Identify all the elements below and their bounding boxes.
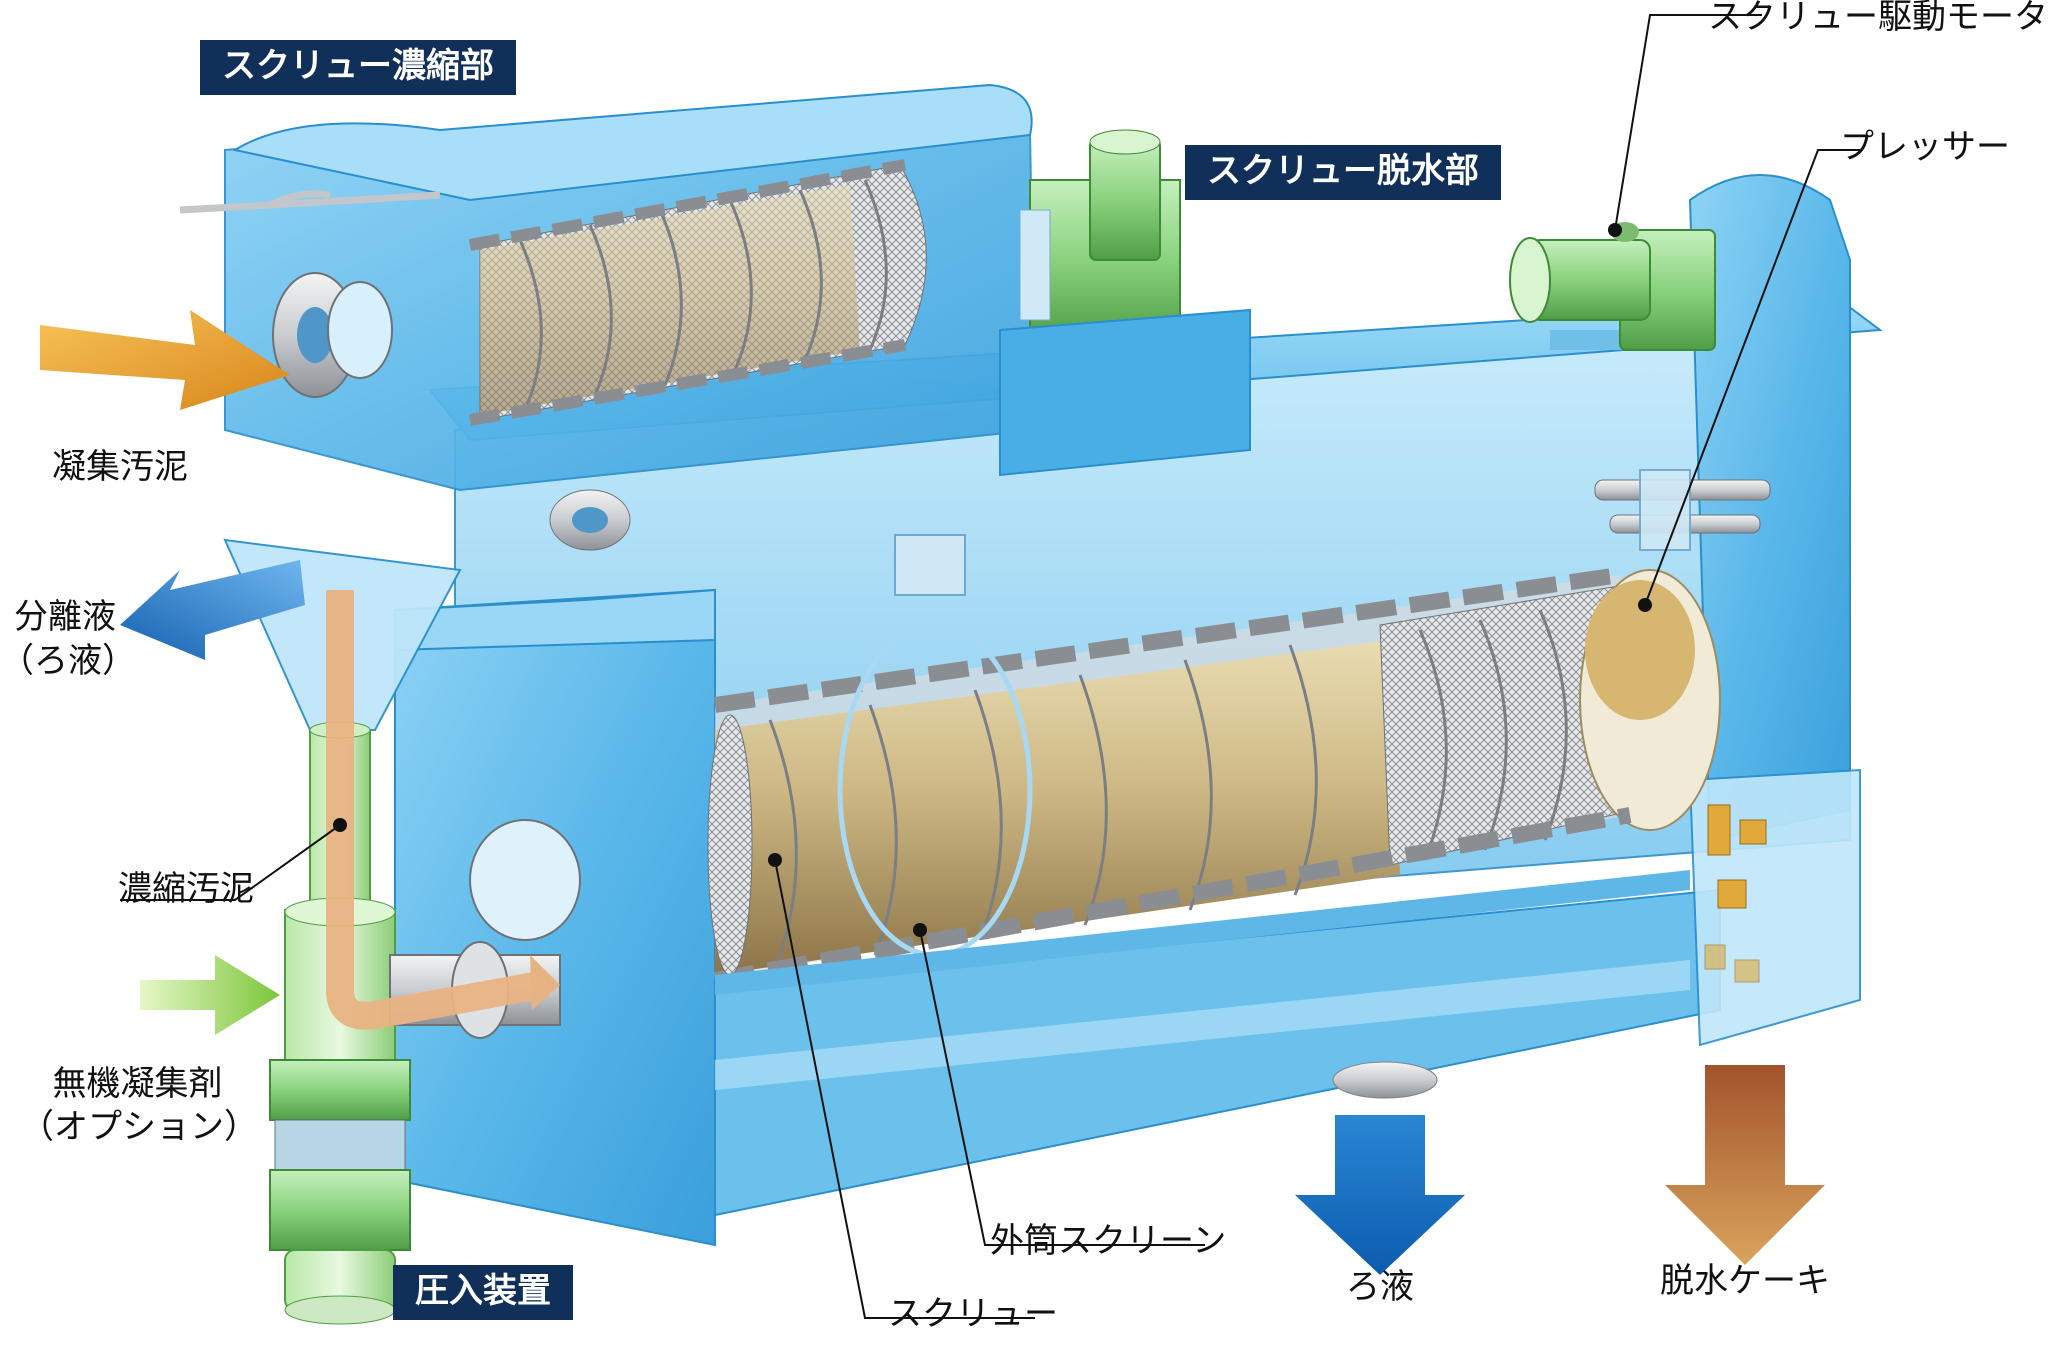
dewatered-cake-arrow <box>1665 1065 1825 1265</box>
thickening-unit <box>179 83 1037 731</box>
dot-thickened-sludge <box>333 818 347 832</box>
separated-liquid-note: （ろ液） <box>0 641 136 681</box>
dewatering-section-header: スクリュー脱水部 <box>1185 145 1501 201</box>
screw-drive-motor <box>1509 222 1716 351</box>
dot-drive-motor <box>1608 223 1622 237</box>
inorganic-flocculant-label: 無機凝集剤 <box>52 1064 223 1104</box>
presser-adjusters <box>1594 469 1771 551</box>
thickener-gearmotor <box>1019 129 1181 341</box>
thickened-sludge-arrowhead <box>530 955 560 1010</box>
dewatering-screw-assembly <box>707 534 1721 988</box>
inspection-flange <box>549 489 631 551</box>
cake-pieces <box>1704 804 1767 983</box>
dewatered-cake-label: 脱水ケーキ <box>1660 1261 1830 1301</box>
thickened-sludge-path <box>326 590 543 1030</box>
filtrate-label: ろ液 <box>1346 1267 1414 1307</box>
outer-screen-label: 外筒スクリーン <box>990 1221 1227 1261</box>
leader-presser <box>1644 149 1860 606</box>
thickened-sludge-label: 濃縮汚泥 <box>118 869 254 909</box>
drive-motor-label: スクリュー駆動モーター <box>1708 0 2050 37</box>
leader-drive-motor <box>1614 14 1762 231</box>
screw-label: スクリュー <box>888 1294 1058 1334</box>
leader-outer-screen <box>919 929 1205 1246</box>
flocculated-sludge-arrow <box>40 310 290 410</box>
dot-outer-screen <box>913 923 927 937</box>
separated-liquid-label: 分離液 <box>14 597 116 637</box>
flocculated-sludge-label: 凝集汚泥 <box>52 447 188 487</box>
leader-thickened-sludge <box>120 824 341 901</box>
separated-liquid-arrow <box>120 560 305 660</box>
filtrate-arrow <box>1295 1115 1465 1275</box>
press-in-section-header: 圧入装置 <box>393 1265 573 1321</box>
inorganic-flocculant-note: （オプション） <box>20 1107 258 1147</box>
leader-screw <box>774 859 1035 1319</box>
dot-presser <box>1638 598 1652 612</box>
presser-label: プレッサー <box>1840 127 2010 167</box>
thickening-section-header: スクリュー濃縮部 <box>200 40 516 96</box>
flocculant-arrow <box>140 955 280 1035</box>
dot-screw <box>768 853 782 867</box>
